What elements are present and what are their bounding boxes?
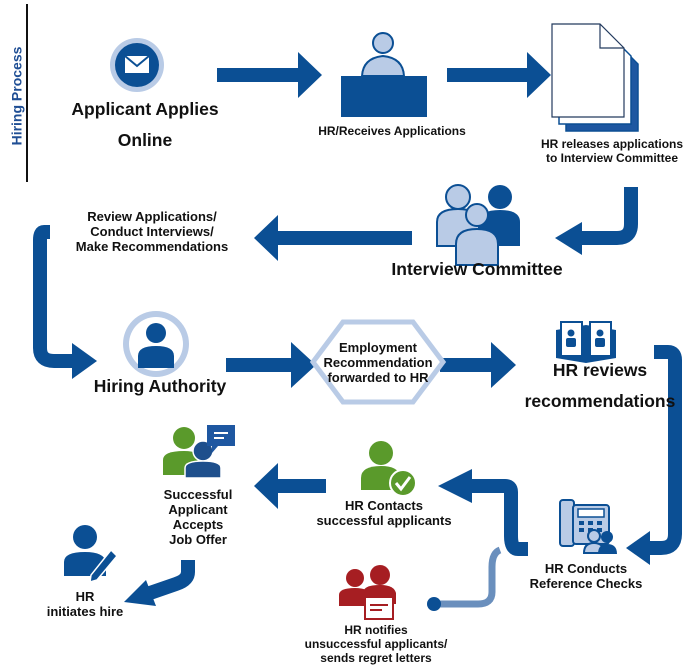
arrow-hr-to-release bbox=[447, 52, 551, 98]
users-letter-icon bbox=[339, 565, 396, 620]
phone-icon bbox=[559, 499, 617, 554]
arrow-recommend-to-hrreview bbox=[440, 342, 516, 388]
mail-icon bbox=[110, 38, 164, 92]
arrowhead-authority bbox=[72, 343, 97, 379]
receptionist-icon bbox=[341, 32, 427, 117]
connector-end-dot bbox=[427, 597, 441, 611]
documents-icon bbox=[551, 23, 639, 132]
hr-reviews-label: HR reviews recommendations bbox=[524, 360, 676, 411]
group-icon bbox=[436, 184, 520, 266]
reference-checks-label: HR Conducts Reference Checks bbox=[529, 561, 643, 591]
curve-arrow-heads bbox=[72, 222, 650, 606]
arrow-authority-to-recommend bbox=[226, 342, 316, 388]
book-icon bbox=[556, 321, 616, 363]
arrowhead-reference bbox=[626, 531, 650, 565]
arrowhead-initiate bbox=[124, 580, 156, 606]
accepts-offer-label: Successful Applicant Accepts Job Offer bbox=[163, 487, 233, 547]
arrow-hrreview-to-reference bbox=[650, 345, 682, 555]
arrow-committee-to-review bbox=[254, 215, 412, 261]
person-icon bbox=[123, 311, 189, 377]
user-pen-icon bbox=[64, 525, 119, 584]
hiring-authority-label: Hiring Authority bbox=[93, 376, 227, 396]
hr-contacts-label: HR Contacts successful applicants bbox=[316, 498, 452, 528]
initiates-hire-label: HR initiates hire bbox=[46, 589, 124, 619]
user-check-icon bbox=[361, 441, 417, 497]
arrow-contacts-to-accepts bbox=[254, 463, 326, 509]
review-applications-label: Review Applications/ Conduct Interviews/… bbox=[75, 209, 229, 254]
hr-notifies-label: HR notifies unsuccessful applicants/ sen… bbox=[304, 623, 448, 665]
flow-arrows bbox=[217, 52, 551, 509]
arrowhead-committee bbox=[555, 222, 582, 255]
arrow-applicant-to-hr bbox=[217, 52, 322, 98]
arrow-accepts-to-initiate bbox=[147, 560, 195, 600]
hr-receives-label: HR/Receives Applications bbox=[318, 124, 466, 138]
hr-releases-label: HR releases applications to Interview Co… bbox=[540, 137, 684, 165]
arrow-review-to-authority bbox=[33, 225, 74, 368]
flow-curves bbox=[33, 187, 682, 600]
arrowhead-contacts bbox=[438, 469, 472, 503]
user-chat-icon bbox=[163, 425, 235, 479]
title-divider bbox=[26, 4, 28, 182]
arrow-release-to-committee bbox=[582, 187, 638, 245]
applicant-applies-label: Applicant Applies Online bbox=[71, 99, 219, 150]
interview-committee-label: Interview Committee bbox=[391, 259, 563, 279]
octagon-icon bbox=[309, 319, 447, 405]
connector-reference-to-notifies bbox=[437, 546, 502, 608]
employment-recommendation-label: Employment Recommendation forwarded to H… bbox=[323, 340, 433, 385]
arrow-reference-to-contacts bbox=[472, 479, 528, 556]
